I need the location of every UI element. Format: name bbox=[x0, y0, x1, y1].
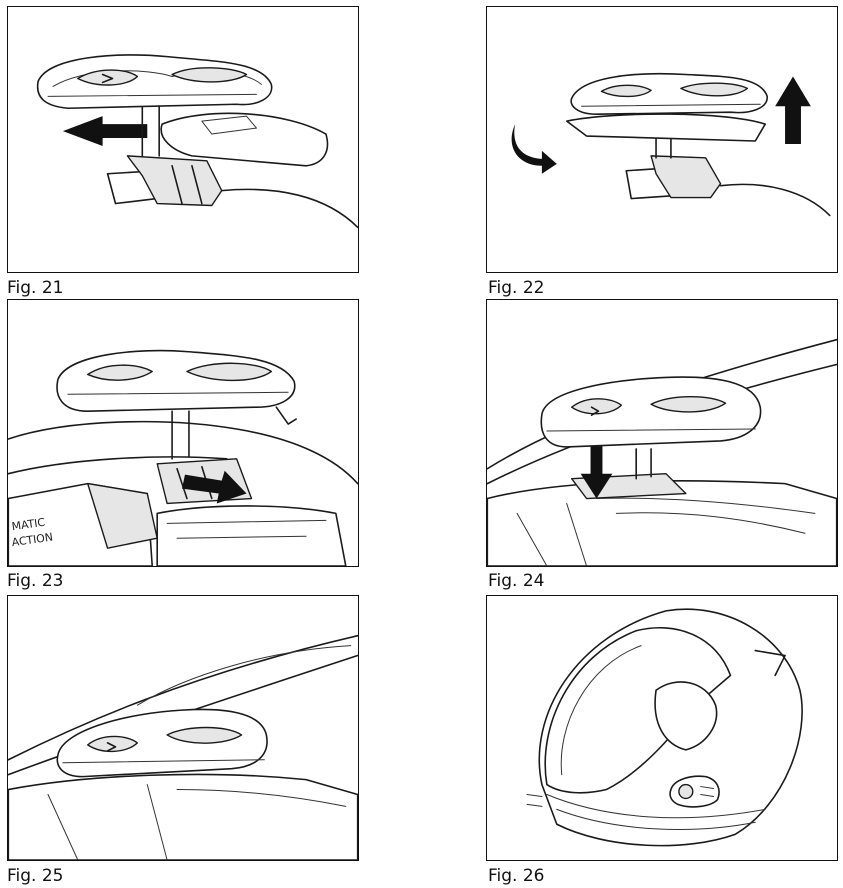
intercom-unit-inserted-into-helmet-mount-drawing: MATIC ACTION bbox=[8, 349, 358, 566]
helmet-printed-text: ACTION bbox=[11, 530, 54, 549]
intercom-unit-pressed-down-onto-mount-drawing bbox=[487, 338, 837, 566]
figure-caption: Fig. 22 bbox=[488, 278, 545, 298]
figure-caption: Fig. 21 bbox=[7, 278, 64, 298]
intercom-unit-sliding-off-mount-drawing bbox=[36, 54, 358, 229]
intercom-unit-mounted-on-helmet-drawing bbox=[8, 634, 358, 860]
figure-caption: Fig. 25 bbox=[7, 866, 64, 886]
figure-caption: Fig. 26 bbox=[488, 866, 545, 886]
figure-24-illustration bbox=[486, 299, 838, 567]
figure-25-illustration bbox=[7, 595, 359, 861]
figure-21-illustration bbox=[7, 6, 359, 273]
figure-caption: Fig. 23 bbox=[7, 571, 64, 591]
figure-26-illustration bbox=[486, 595, 838, 861]
intercom-unit-lifting-from-mount-drawing bbox=[511, 72, 831, 217]
figure-caption: Fig. 24 bbox=[488, 571, 545, 591]
helmet-printed-text: MATIC bbox=[11, 516, 46, 534]
figure-22-illustration bbox=[486, 6, 838, 273]
helmet-with-intercom-side-view-drawing bbox=[526, 608, 803, 847]
figure-23-illustration: MATIC ACTION bbox=[7, 299, 359, 567]
